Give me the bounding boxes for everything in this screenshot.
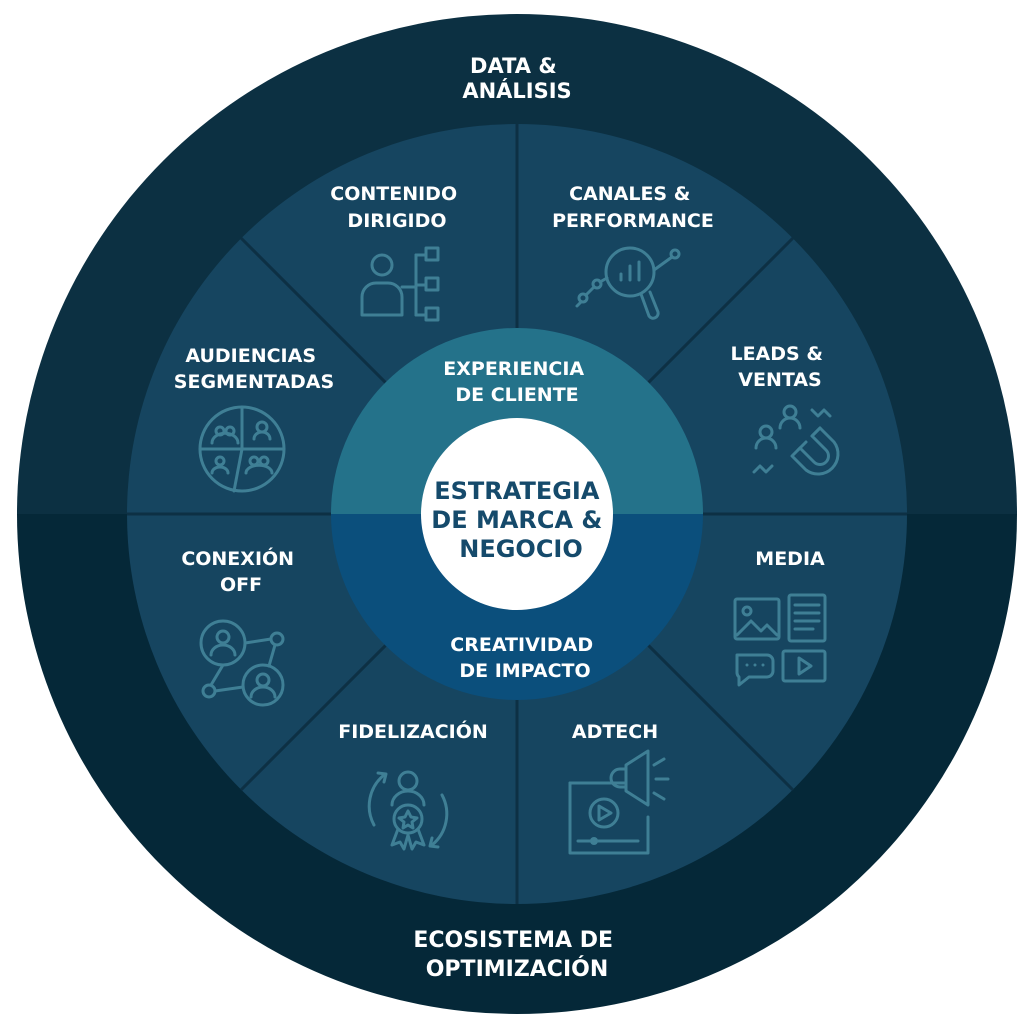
segment-label-fidelizacion: FIDELIZACIÓN [338, 719, 488, 743]
org-chart-person-icon [360, 246, 440, 322]
media-content-icon [733, 593, 827, 687]
segment-label-conexion: CONEXIÓN OFF [181, 546, 300, 596]
segment-label-media: MEDIA [755, 548, 825, 570]
magnifier-analytics-icon [575, 246, 681, 320]
center-label: ESTRATEGIA DE MARCA & NEGOCIO [431, 477, 610, 563]
pie-audience-icon [198, 405, 286, 493]
segment-label-canales: CANALES & PERFORMANCE [552, 183, 714, 232]
magnet-people-icon [752, 404, 840, 476]
segment-label-adtech: ADTECH [572, 721, 658, 743]
outer-bottom-label: ECOSISTEMA DE OPTIMIZACIÓN [413, 928, 620, 982]
inner-bottom-label: CREATIVIDAD DE IMPACTO [450, 634, 599, 682]
segment-label-contenido: CONTENIDO DIRIGIDO [330, 183, 463, 232]
award-person-icon [367, 770, 449, 851]
segment-label-audiencias: AUDIENCIAS SEGMENTADAS [174, 345, 334, 393]
segment-label-leads: LEADS & VENTAS [730, 343, 829, 391]
network-people-icon [199, 619, 285, 707]
center-circle [421, 418, 613, 610]
inner-top-label: EXPERIENCIA DE CLIENTE [443, 358, 590, 406]
megaphone-video-icon [568, 749, 670, 855]
outer-top-label: DATA & ANÁLISIS [462, 54, 571, 103]
